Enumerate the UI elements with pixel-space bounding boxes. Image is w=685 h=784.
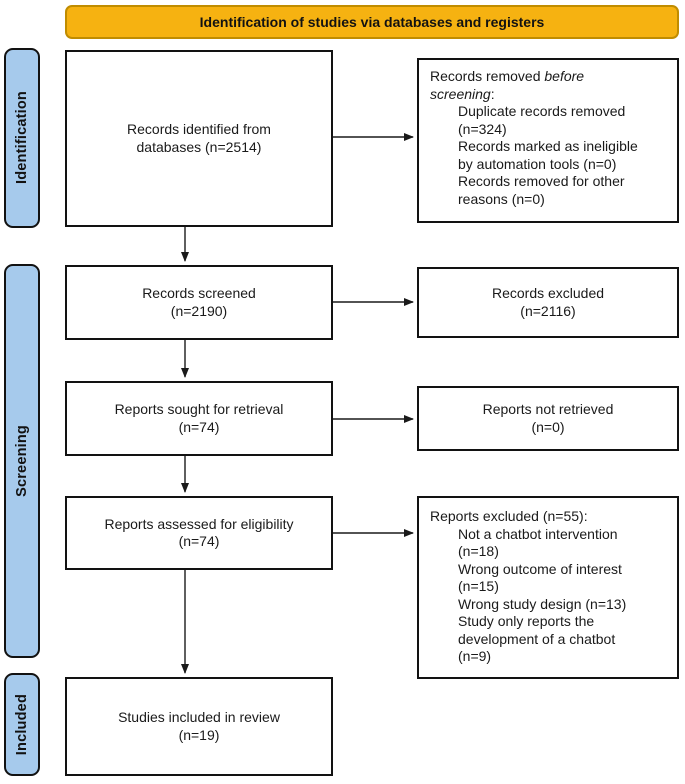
records-removed-item: Duplicate records removed (n=324) [458,103,626,137]
box-records-excluded: Records excluded (n=2116) [417,267,679,338]
reports-excluded-item: Not a chatbot intervention (n=18) [458,525,618,560]
stage-bar-identification: Identification [4,48,40,228]
records-removed-item: Records marked as ineligible by automati… [458,138,638,172]
reports-excluded-title: Reports excluded (n=55): [430,508,588,524]
box-records-identified: Records identified from databases (n=251… [65,50,333,227]
box-reports-excluded: Reports excluded (n=55): Not a chatbot i… [417,496,679,679]
box-studies-included-text: Studies included in review (n=19) [118,709,280,743]
box-reports-assessed-text: Reports assessed for eligibility (n=74) [104,515,294,549]
stage-bar-included: Included [4,673,40,776]
box-records-identified-text: Records identified from databases (n=251… [127,121,271,155]
box-reports-sought: Reports sought for retrieval (n=74) [65,381,333,456]
box-records-excluded-text: Records excluded (n=2116) [491,285,605,319]
box-reports-not-retrieved-text: Reports not retrieved (n=0) [482,401,614,435]
reports-excluded-item: Wrong outcome of interest (n=15) [458,560,622,595]
box-reports-sought-text: Reports sought for retrieval (n=74) [114,401,284,435]
box-studies-included: Studies included in review (n=19) [65,677,333,776]
stage-label-included: Included [14,693,30,756]
box-reports-not-retrieved: Reports not retrieved (n=0) [417,386,679,451]
reports-excluded-item: Wrong study design (n=13) [458,595,627,612]
banner-label: Identification of studies via databases … [199,14,545,30]
box-records-screened: Records screened (n=2190) [65,265,333,340]
box-records-screened-text: Records screened (n=2190) [142,285,256,319]
stage-label-identification: Identification [14,91,30,185]
stage-label-screening: Screening [14,425,30,497]
reports-excluded-item: Study only reports the development of a … [458,613,616,664]
records-removed-item: Records removed for other reasons (n=0) [458,173,625,207]
banner-identification-of-studies: Identification of studies via databases … [65,5,679,39]
stage-bar-screening: Screening [4,264,40,658]
box-reports-assessed: Reports assessed for eligibility (n=74) [65,496,333,570]
